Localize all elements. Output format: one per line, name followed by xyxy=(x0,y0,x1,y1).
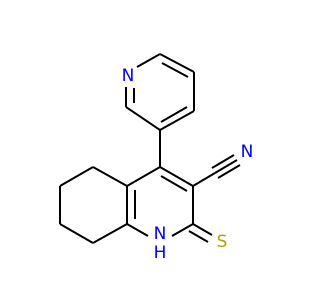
atom-n-ring: N xyxy=(154,224,167,244)
bond-c2-n1 xyxy=(171,223,194,237)
bond-pyr-c3-c2 xyxy=(125,106,161,131)
bond-c8-c8a xyxy=(92,223,128,244)
bond-c4-c3 xyxy=(159,166,194,187)
bond-c4a-c5 xyxy=(92,166,128,187)
structure-diagram: N N S N H xyxy=(59,53,254,263)
bond-pyr-c6-c5 xyxy=(159,53,195,73)
atom-n-pyridine: N xyxy=(122,66,135,86)
bond-c2-s-2 xyxy=(188,230,209,243)
bond-nitrile-triple-1 xyxy=(214,159,238,174)
bond-c2-s-1 xyxy=(192,223,213,236)
bond-n1-c8a xyxy=(126,223,149,237)
bond-c5-c6 xyxy=(59,166,94,187)
bond-c4a-c4 xyxy=(126,166,161,187)
bond-pyr-c6-c5-inner xyxy=(161,62,189,78)
bond-nitrile-triple-2 xyxy=(211,154,235,169)
bond-c7-c8 xyxy=(59,223,94,244)
bond-pyr-c4-c3 xyxy=(159,110,195,131)
atom-s-thione: S xyxy=(217,232,228,252)
bond-pyr-n1-c6 xyxy=(136,53,161,68)
bond-c3-cn xyxy=(192,172,216,187)
bond-pyr-c4-c3-inner xyxy=(160,106,188,123)
atom-n-nitrile: N xyxy=(241,142,254,162)
bond-nitrile-triple-3 xyxy=(217,164,241,179)
atom-h-ring: H xyxy=(154,243,167,263)
molecule-drawing: N N S N H xyxy=(59,53,254,263)
bond-c4-c3-inner xyxy=(160,175,188,192)
